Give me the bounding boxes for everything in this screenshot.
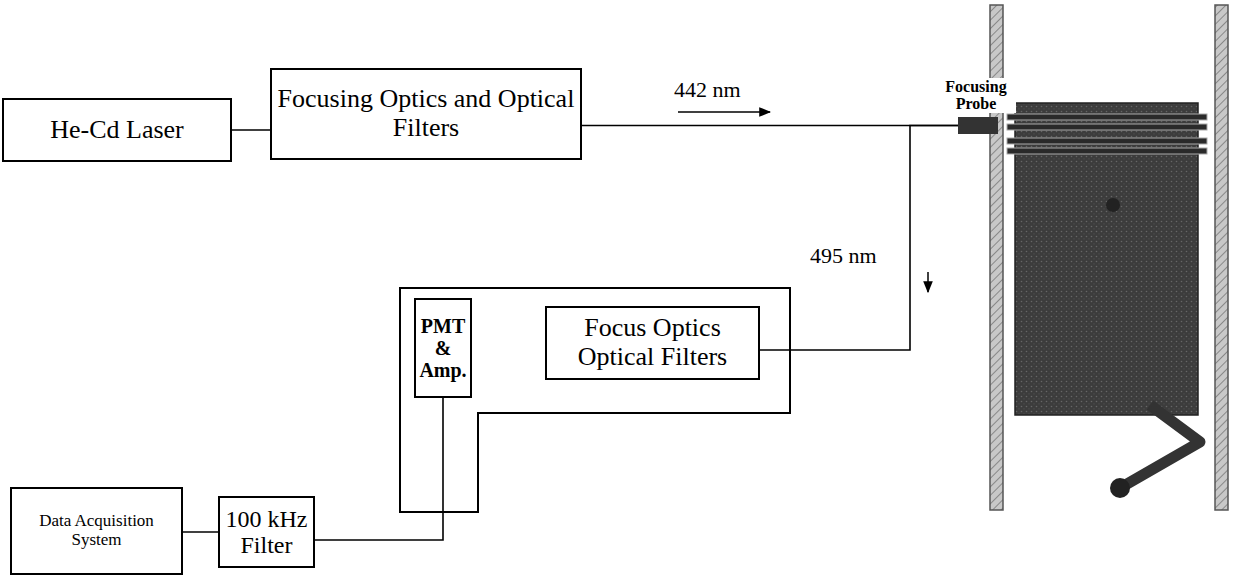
optical-path: [315, 398, 443, 540]
focusing-probe: Focusing Probe: [958, 117, 998, 134]
cylinder-wall: [1215, 5, 1228, 510]
crankshaft: [1110, 478, 1130, 498]
node-label: 100 kHz Filter: [223, 506, 310, 559]
node-label: Data Acquisition System: [15, 512, 178, 549]
direction-arrow: [927, 272, 929, 292]
filter-box: 100 kHz Filter: [218, 496, 315, 568]
wavelength-label: 495 nm: [808, 244, 879, 268]
optical-path: [183, 531, 218, 533]
direction-arrow: [678, 111, 770, 113]
optical-path: [232, 129, 270, 131]
optics-box: Focus Optics Optical Filters: [545, 306, 760, 380]
laser-box: He-Cd Laser: [2, 98, 232, 162]
connecting-rod: [1120, 405, 1200, 488]
detector-housing: [400, 288, 790, 512]
node-label: He-Cd Laser: [7, 116, 227, 145]
node-label: Focusing Probe: [936, 78, 1016, 113]
piston-pin: [1106, 198, 1120, 212]
wavelength-label: 442 nm: [672, 78, 743, 102]
node-label: Focusing Optics and Optical Filters: [275, 85, 577, 142]
pmt-box: PMT & Amp.: [414, 298, 472, 398]
optical-path: [760, 126, 958, 351]
node-label: PMT & Amp.: [419, 315, 467, 381]
optical-path: [582, 125, 958, 127]
optics-box: Focusing Optics and Optical Filters: [270, 68, 582, 160]
daq-box: Data Acquisition System: [10, 487, 183, 575]
node-label: Focus Optics Optical Filters: [550, 314, 755, 371]
piston-rings: [1007, 114, 1207, 154]
